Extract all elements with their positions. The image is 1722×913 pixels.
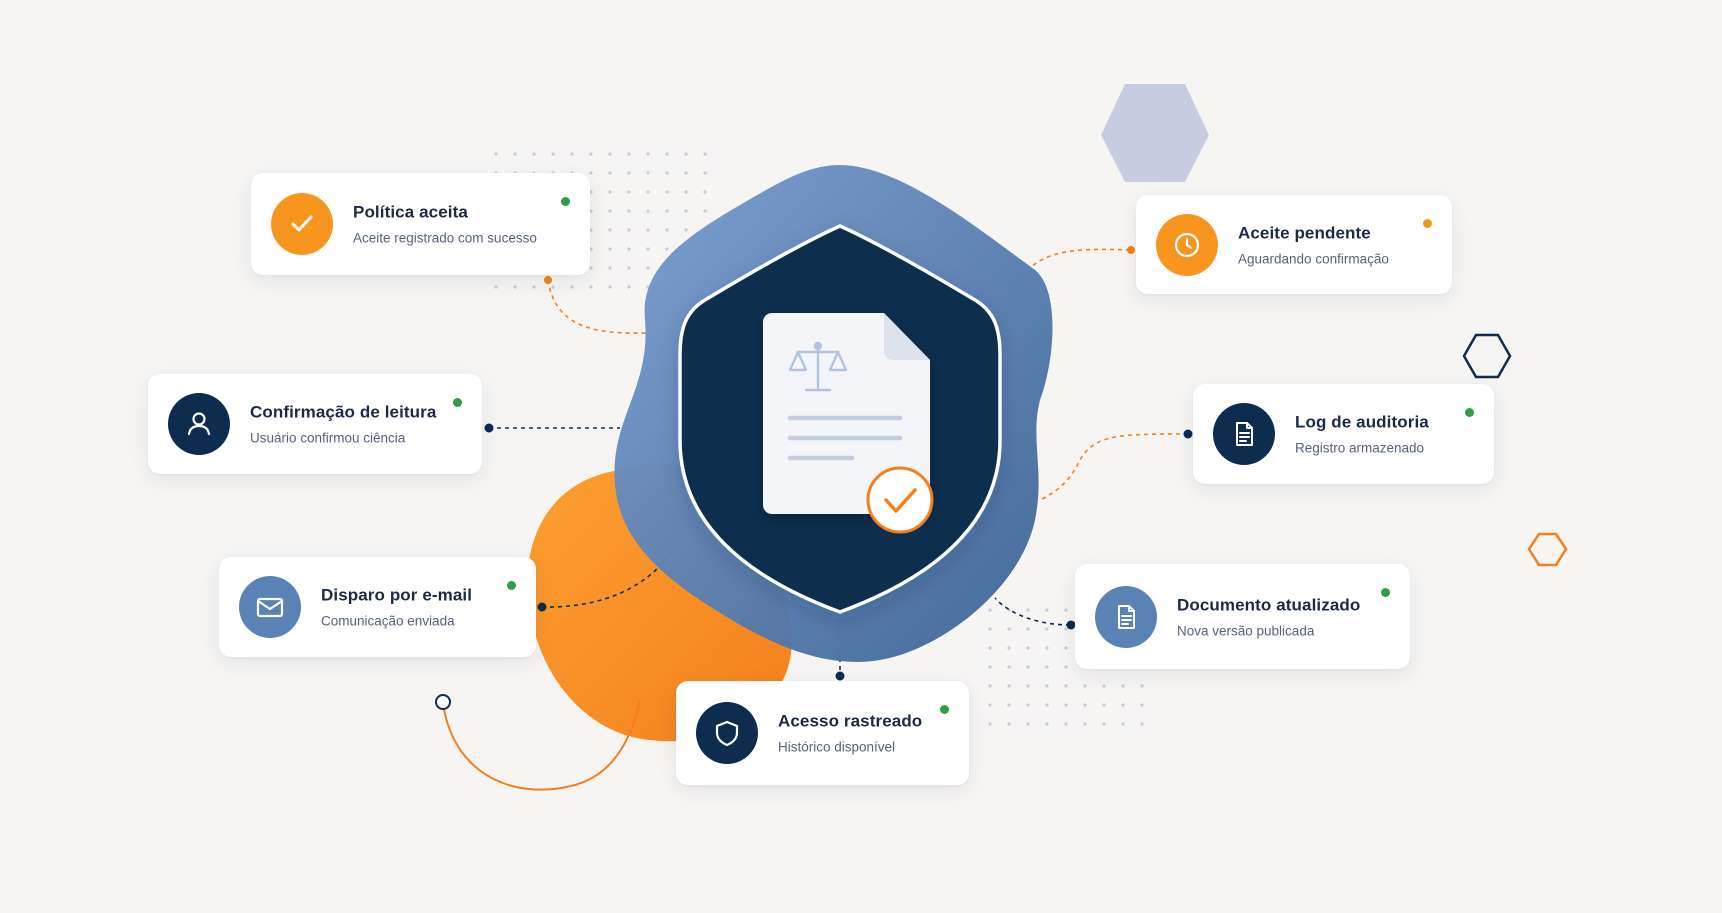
mail-icon	[239, 576, 301, 638]
card-disparo-email[interactable]: Disparo por e-mail Comunicação enviada	[219, 557, 536, 657]
scales-of-justice-icon	[788, 341, 848, 392]
legal-document-icon	[763, 313, 930, 514]
card-subtitle: Comunicação enviada	[321, 613, 455, 629]
hexagon-lavender	[1101, 84, 1209, 182]
connector-log	[1039, 433, 1189, 501]
check-badge-icon	[866, 466, 934, 534]
status-dot	[1465, 408, 1474, 417]
card-title: Documento atualizado	[1177, 595, 1361, 614]
checkmark-icon	[271, 193, 333, 255]
arc-start-node	[435, 694, 451, 710]
connector-node-documento	[1066, 620, 1076, 630]
card-title: Aceite pendente	[1238, 223, 1371, 242]
card-subtitle: Aceite registrado com sucesso	[353, 230, 537, 246]
connector-node-pendente	[1127, 246, 1135, 254]
status-dot	[1423, 219, 1432, 228]
status-dot	[561, 197, 570, 206]
connector-email	[541, 539, 681, 608]
connector-politica	[547, 279, 651, 335]
connector-node-acesso	[835, 671, 845, 681]
connector-documento	[994, 597, 1071, 626]
status-dot	[1381, 588, 1390, 597]
card-confirmacao-leitura[interactable]: Confirmação de leitura Usuário confirmou…	[148, 374, 482, 474]
card-title: Acesso rastreado	[778, 711, 923, 731]
card-subtitle: Histórico disponível	[778, 739, 896, 755]
card-subtitle: Nova versão publicada	[1177, 623, 1315, 638]
connector-node-confirmacao	[484, 423, 494, 433]
user-icon	[168, 393, 230, 455]
card-documento-atualizado[interactable]: Documento atualizado Nova versão publica…	[1075, 564, 1410, 669]
document-text-lines	[787, 415, 903, 461]
card-subtitle: Registro armazenado	[1295, 440, 1425, 456]
status-dot	[507, 581, 516, 590]
card-title: Política aceita	[353, 202, 468, 222]
hexagon-outline-navy	[1462, 333, 1512, 379]
shield-icon	[696, 702, 758, 764]
card-title: Disparo por e-mail	[321, 585, 473, 605]
hexagon-outline-orange	[1527, 532, 1568, 567]
document-icon	[1213, 403, 1275, 465]
card-subtitle: Aguardando confirmação	[1238, 251, 1389, 266]
card-log-auditoria[interactable]: Log de auditoria Registro armazenado	[1193, 384, 1494, 484]
connector-node-politica	[544, 276, 552, 284]
document-icon	[1095, 585, 1157, 648]
card-title: Log de auditoria	[1295, 412, 1429, 432]
status-dot	[940, 705, 949, 714]
card-subtitle: Usuário confirmou ciência	[250, 430, 406, 446]
connector-pendente	[1029, 248, 1131, 269]
connector-node-log	[1183, 429, 1193, 439]
connector-node-email	[537, 602, 547, 612]
clock-icon	[1156, 213, 1218, 276]
status-dot	[453, 398, 462, 407]
card-title: Confirmação de leitura	[250, 402, 437, 422]
card-acesso-rastreado[interactable]: Acesso rastreado Histórico disponível	[676, 681, 969, 785]
orange-arc	[442, 699, 641, 791]
card-politica-aceita[interactable]: Política aceita Aceite registrado com su…	[251, 173, 590, 275]
card-aceite-pendente[interactable]: Aceite pendente Aguardando confirmação	[1136, 195, 1452, 294]
